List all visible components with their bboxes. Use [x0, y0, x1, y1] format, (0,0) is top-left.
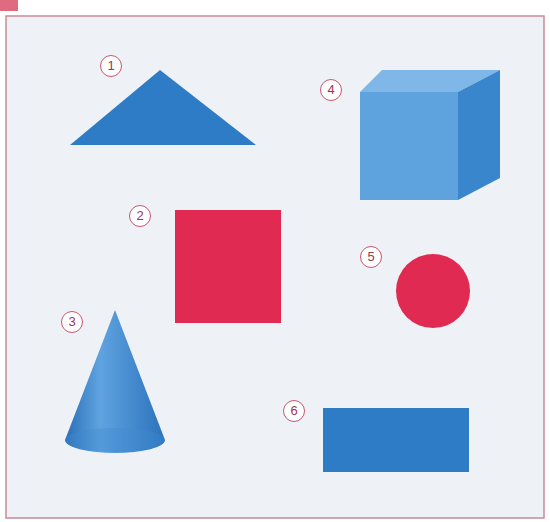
circle [396, 254, 470, 328]
callout-number: 5 [360, 246, 382, 268]
callout-number: 3 [61, 311, 83, 333]
callout-number: 4 [320, 79, 342, 101]
callout-number: 2 [129, 205, 151, 227]
cone-base [65, 428, 165, 452]
cube-front [360, 92, 458, 200]
cube-side [458, 70, 500, 200]
frame [6, 16, 544, 518]
cone [65, 310, 165, 453]
callout-number: 6 [283, 400, 305, 422]
callout-number: 1 [100, 55, 122, 77]
rectangle [323, 408, 469, 472]
corner-mark [0, 0, 18, 11]
square [175, 210, 281, 323]
triangle [70, 70, 256, 145]
